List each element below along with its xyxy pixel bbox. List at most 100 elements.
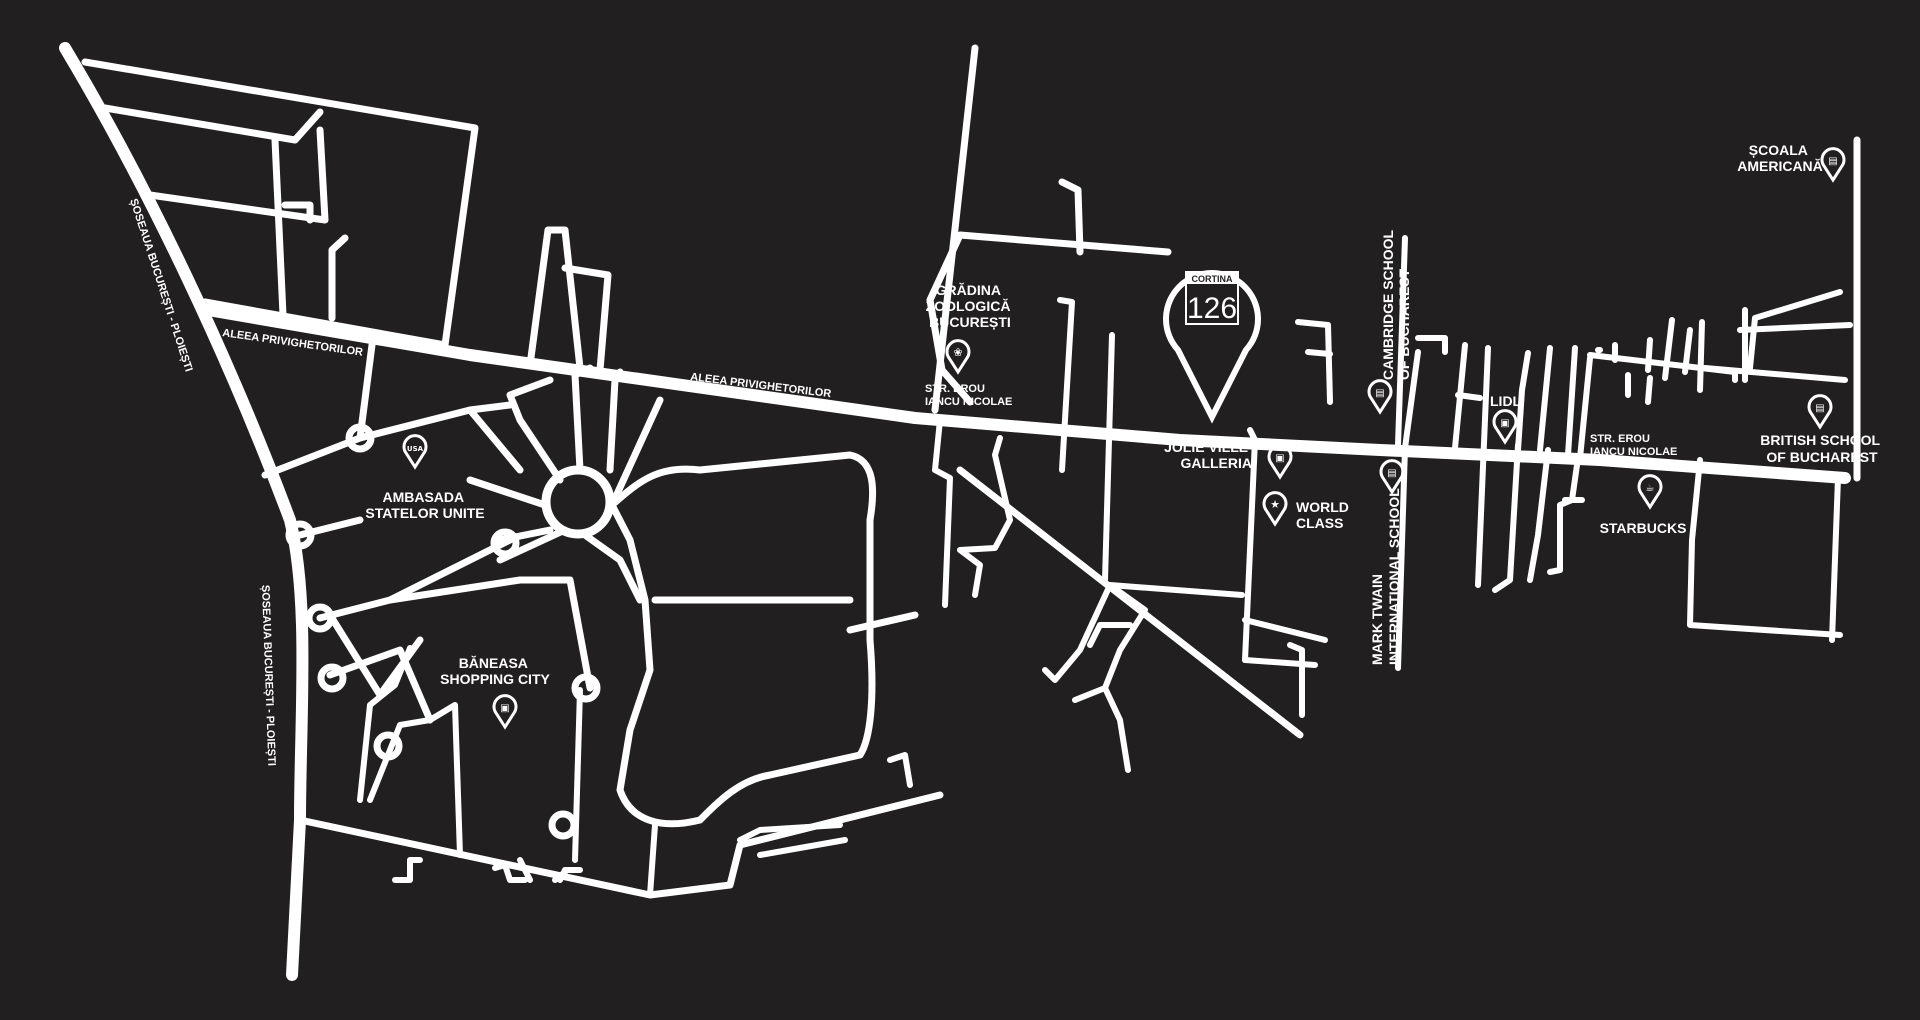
road-v12 <box>1492 442 1521 593</box>
poi-world-class[interactable]: ★ WORLD CLASS <box>1262 491 1353 531</box>
road-v3 <box>1295 319 1333 405</box>
road-park-outer <box>608 451 877 828</box>
road-south-8 <box>517 857 533 883</box>
poi-mark-twain-school[interactable]: ▤ MARK TWAIN INTERNATIONAL SCHOOL <box>1369 459 1405 665</box>
road-park-lower <box>846 611 919 634</box>
poi-label: BĂNEASA SHOPPING CITY <box>440 655 550 687</box>
road-nw-4 <box>271 136 287 319</box>
roundabout-4 <box>317 663 347 693</box>
logo-band <box>1186 272 1238 284</box>
road-soseaua <box>59 42 309 981</box>
roundabout-8 <box>548 810 578 840</box>
road-nw-6 <box>201 298 449 349</box>
road-v6 <box>1402 349 1421 451</box>
logo-brand: CORTINA <box>1192 274 1233 284</box>
road-v9 <box>1455 392 1483 401</box>
road-v14 <box>1565 345 1578 458</box>
svg-text:▤: ▤ <box>1387 468 1396 479</box>
road-nw-7 <box>328 234 349 322</box>
book-icon: ▤ <box>1820 147 1846 183</box>
street-label-soseaua-lower: ȘOSEAUA BUCUREȘTI - PLOIEȘTI <box>259 585 277 766</box>
poi-label: BRITISH SCHOOL OF BUCHAREST <box>1760 432 1883 465</box>
poi-jolie-ville-galleria[interactable]: JOLIE VILLE GALLERIA ▣ <box>1164 439 1293 480</box>
roundabout-1 <box>345 423 375 453</box>
road-nw-2 <box>101 104 324 144</box>
poi-starbucks[interactable]: ☕ STARBUCKS <box>1600 474 1687 536</box>
road-south-4 <box>887 752 913 788</box>
road-west-7 <box>386 536 514 604</box>
road-se-6 <box>1242 427 1258 663</box>
road-central-north-2 <box>561 264 612 374</box>
main-location-marker[interactable]: CORTINA 126 <box>1163 270 1261 424</box>
road-west-8 <box>466 406 524 474</box>
svg-text:▤: ▤ <box>1815 403 1824 414</box>
runner-icon: ★ <box>1262 491 1288 527</box>
road-diag-11 <box>1242 657 1318 668</box>
road-v19 <box>1702 365 1848 383</box>
road-diag-2 <box>932 417 953 608</box>
coffee-icon: ☕ <box>1637 474 1663 510</box>
road-v17 <box>1612 307 1748 393</box>
poi-label: GRĂDINA ZOOLOGICĂ BUCUREȘTI <box>926 282 1015 330</box>
road-south-5 <box>392 857 423 883</box>
road-v20 <box>1747 289 1843 371</box>
poi-gradina-zoologica[interactable]: GRĂDINA ZOOLOGICĂ BUCUREȘTI ❀ <box>926 282 1015 375</box>
road-diag-6 <box>1042 582 1113 683</box>
road-v13 <box>1527 447 1551 583</box>
road-nw-1 <box>81 58 479 349</box>
road-south-shop <box>367 702 463 858</box>
road-v18 <box>1625 372 1653 405</box>
poi-label: JOLIE VILLE GALLERIA <box>1164 439 1252 471</box>
road-v11 <box>1537 345 1553 453</box>
poi-label: MARK TWAIN INTERNATIONAL SCHOOL <box>1369 488 1402 665</box>
road-v1 <box>1057 297 1075 473</box>
poi-baneasa-shopping-city[interactable]: BĂNEASA SHOPPING CITY ▣ <box>440 655 551 730</box>
roundabout-5 <box>373 731 403 761</box>
road-central-nw <box>506 376 564 484</box>
road-central-north <box>526 226 584 372</box>
poi-layer[interactable]: ȘCOALA AMERICANĂ ▤ GRĂDINA ZOOLOGICĂ BUC… <box>365 142 1883 730</box>
road-north-spur <box>1058 178 1084 256</box>
road-v2 <box>1102 332 1115 583</box>
poi-label: AMBASADA STATELOR UNITE <box>365 489 484 521</box>
cart-icon: ▣ <box>1267 444 1293 480</box>
road-central-nn <box>606 368 624 474</box>
cart-icon: ▣ <box>1492 409 1518 445</box>
poi-label: WORLD CLASS <box>1296 499 1353 531</box>
road-zoo-loop <box>926 231 1172 406</box>
road-south-2 <box>737 822 843 843</box>
road-west-6 <box>326 611 424 699</box>
poi-ambasada-sua[interactable]: USA AMBASADA STATELOR UNITE <box>365 434 485 521</box>
road-diag-3 <box>957 435 1013 598</box>
road-west-1 <box>261 341 376 479</box>
road-west-4 <box>316 576 594 692</box>
poi-british-school[interactable]: BRITISH SCHOOL OF BUCHAREST ▤ <box>1760 394 1883 465</box>
roundabout-2 <box>285 520 315 550</box>
street-labels: ȘOSEAUA BUCUREȘTI - PLOIEȘTI ȘOSEAUA BUC… <box>127 197 1677 766</box>
road-south-3 <box>757 837 848 858</box>
svg-text:▣: ▣ <box>500 703 509 714</box>
road-south-inner <box>647 822 658 898</box>
svg-text:☕: ☕ <box>1646 483 1655 494</box>
svg-text:▤: ▤ <box>1828 156 1837 167</box>
usa-flag-icon: USA <box>402 434 428 470</box>
road-nw-5 <box>281 201 314 224</box>
roundabouts <box>285 423 615 840</box>
svg-text:▤: ▤ <box>1375 388 1384 399</box>
poi-scoala-americana[interactable]: ȘCOALA AMERICANĂ ▤ <box>1737 142 1846 183</box>
book-icon: ▤ <box>1379 459 1405 495</box>
street-label-str-erou-west: STR. EROU IANCU NICOLAE <box>925 383 1012 408</box>
road-v5 <box>1415 335 1448 355</box>
road-aleea-privighetorilor <box>202 304 1851 484</box>
poi-lidl[interactable]: LIDL ▣ <box>1490 393 1522 445</box>
road-v3b <box>1305 349 1333 357</box>
road-network <box>59 42 1861 981</box>
road-west-5 <box>326 646 434 724</box>
road-v21 <box>1737 322 1853 333</box>
roundabout-6 <box>490 528 520 558</box>
road-v8 <box>1475 345 1491 588</box>
poi-cambridge-school[interactable]: CAMBRIDGE SCHOOL OF BUCHAREST ▤ <box>1367 226 1412 415</box>
poi-label: LIDL <box>1490 393 1522 409</box>
